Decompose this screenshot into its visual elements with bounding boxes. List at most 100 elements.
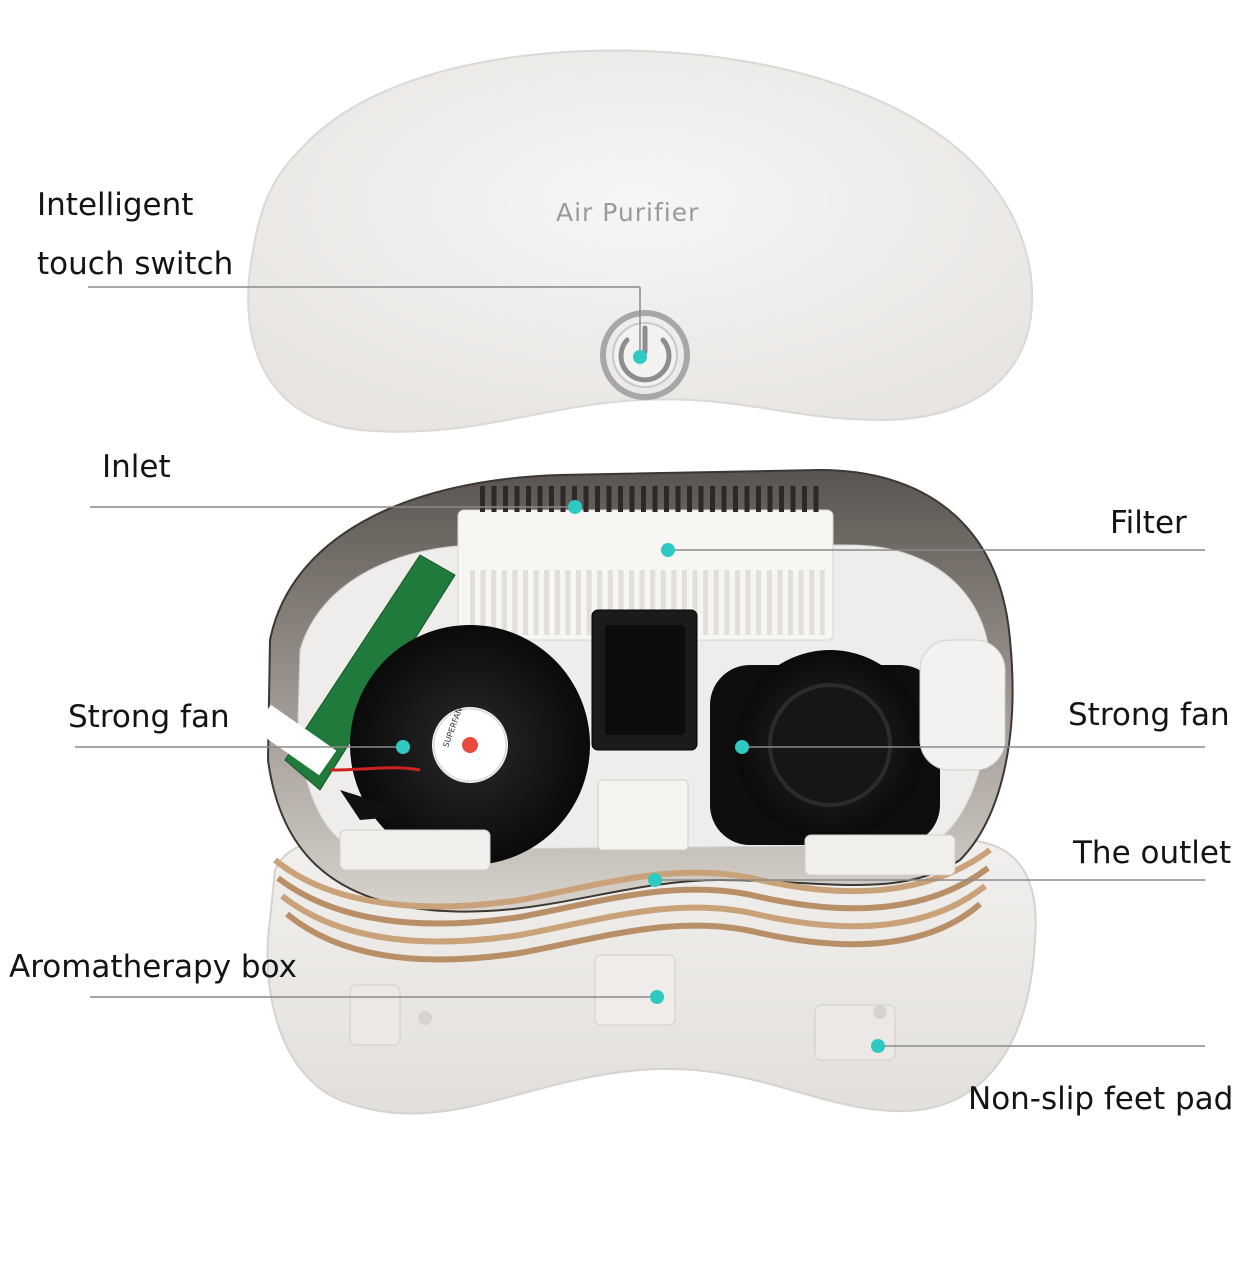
- leader-strong-fan-left-dot: [396, 740, 410, 754]
- inlet-grill-slat: [767, 486, 773, 512]
- filter-slat: [777, 570, 783, 635]
- label-aromatherapy-box: Aromatherapy box: [9, 949, 297, 985]
- inlet-grill-slat: [560, 486, 566, 512]
- filter-slat: [523, 570, 528, 635]
- label-inlet: Inlet: [102, 449, 171, 485]
- inlet-grill-slat: [641, 486, 646, 512]
- filter-slat: [565, 570, 571, 635]
- filter-slat: [639, 570, 645, 635]
- label-strong-fan-left: Strong fan: [68, 699, 230, 735]
- filter-slat: [491, 570, 497, 635]
- filter-slat: [756, 570, 762, 635]
- fan-cable: [329, 766, 421, 772]
- inlet-grill-slat: [652, 486, 658, 512]
- filter-slat: [576, 570, 581, 635]
- inlet-grill-slat: [733, 486, 738, 512]
- inlet-grill-slat: [744, 486, 750, 512]
- filter-slat: [554, 570, 560, 635]
- inlet-grill: [480, 486, 819, 512]
- filter-slat: [766, 570, 772, 635]
- callout-leaders: [75, 286, 1205, 1053]
- inlet-grill-slat: [802, 486, 807, 512]
- inlet-grill-slat: [710, 486, 715, 512]
- filter-slat: [724, 570, 730, 635]
- filter-slat: [660, 570, 666, 635]
- filter-slat: [607, 570, 613, 635]
- label-strong-fan-right: Strong fan: [1068, 697, 1230, 733]
- inlet-grill-slat: [618, 486, 623, 512]
- filter-slat: [819, 570, 825, 635]
- side-module: [919, 639, 1006, 771]
- mount-tab-left: [339, 829, 491, 871]
- filter-slat: [470, 570, 475, 635]
- inlet-grill-slat: [813, 486, 819, 512]
- lid: [247, 49, 1034, 433]
- filter-slat: [586, 570, 592, 635]
- filter-slat: [512, 570, 518, 635]
- label-touch-switch-line2: touch switch: [37, 246, 234, 282]
- filter-slat: [745, 570, 751, 635]
- leader-filter-dot: [661, 543, 675, 557]
- inlet-grill-slat: [779, 486, 784, 512]
- power-button-ring: [600, 310, 690, 400]
- filter-slat: [480, 570, 486, 635]
- leader-outlet-dot: [648, 873, 662, 887]
- filter-slat: [809, 570, 815, 635]
- mount-tab-right: [804, 834, 956, 876]
- filter-slat: [544, 570, 550, 635]
- inlet-grill-slat: [491, 486, 497, 512]
- base-post-mid: [594, 954, 676, 1026]
- filter-slat: [735, 570, 740, 635]
- inlet-grill-slat: [503, 486, 508, 512]
- inlet-grill-slat: [526, 486, 531, 512]
- inlet-grill-slat: [480, 486, 485, 512]
- filter-slat: [501, 570, 507, 635]
- label-filter: Filter: [1110, 505, 1187, 541]
- leader-aromatherapy-box-dot: [650, 990, 664, 1004]
- outlet-ring-4: [285, 901, 982, 963]
- filter-slat: [788, 570, 793, 635]
- inlet-grill-slat: [721, 486, 727, 512]
- leader-inlet-dot: [568, 500, 582, 514]
- base-post-left: [349, 984, 401, 1046]
- outlet-ring-2: [276, 865, 990, 927]
- label-feet-pad: Non-slip feet pad: [968, 1081, 1234, 1117]
- lid-brand-text: Air Purifier: [556, 198, 700, 227]
- inlet-grill-slat: [606, 486, 612, 512]
- filter-slat: [650, 570, 656, 635]
- outlet-ring-3: [280, 883, 987, 945]
- outlet-ring-1: [273, 847, 992, 910]
- filter-slat: [629, 570, 634, 635]
- leader-touch-switch-dot: [633, 350, 647, 364]
- filter-slat: [682, 570, 687, 635]
- mount-tab-center: [597, 779, 689, 851]
- filter-slat: [713, 570, 719, 635]
- inlet-grill-slat: [595, 486, 600, 512]
- pcb-board: [284, 554, 456, 791]
- inlet-grill-slat: [514, 486, 520, 512]
- pcb-connector: [253, 704, 337, 776]
- inlet-grill-slat: [572, 486, 577, 512]
- filter-slat: [692, 570, 698, 635]
- inlet-grill-slat: [583, 486, 589, 512]
- inlet-grill-slat: [629, 486, 635, 512]
- power-icon-arc: [618, 337, 672, 383]
- inlet-grill-slat: [664, 486, 669, 512]
- inlet-grill-slat: [790, 486, 796, 512]
- fan-right: [710, 650, 940, 845]
- inlet-grill-slat: [537, 486, 543, 512]
- filter-slat: [533, 570, 539, 635]
- label-outlet: The outlet: [1073, 835, 1232, 871]
- filter-slats: [470, 570, 825, 635]
- filter-slat: [703, 570, 709, 635]
- inlet-grill-slat: [675, 486, 681, 512]
- inlet-grill-slat: [549, 486, 554, 512]
- leader-strong-fan-right-dot: [735, 740, 749, 754]
- leader-feet-pad-dot: [871, 1039, 885, 1053]
- filter-slat: [798, 570, 804, 635]
- filter-slat: [597, 570, 603, 635]
- fan-left: [340, 625, 590, 865]
- filter-slat: [671, 570, 677, 635]
